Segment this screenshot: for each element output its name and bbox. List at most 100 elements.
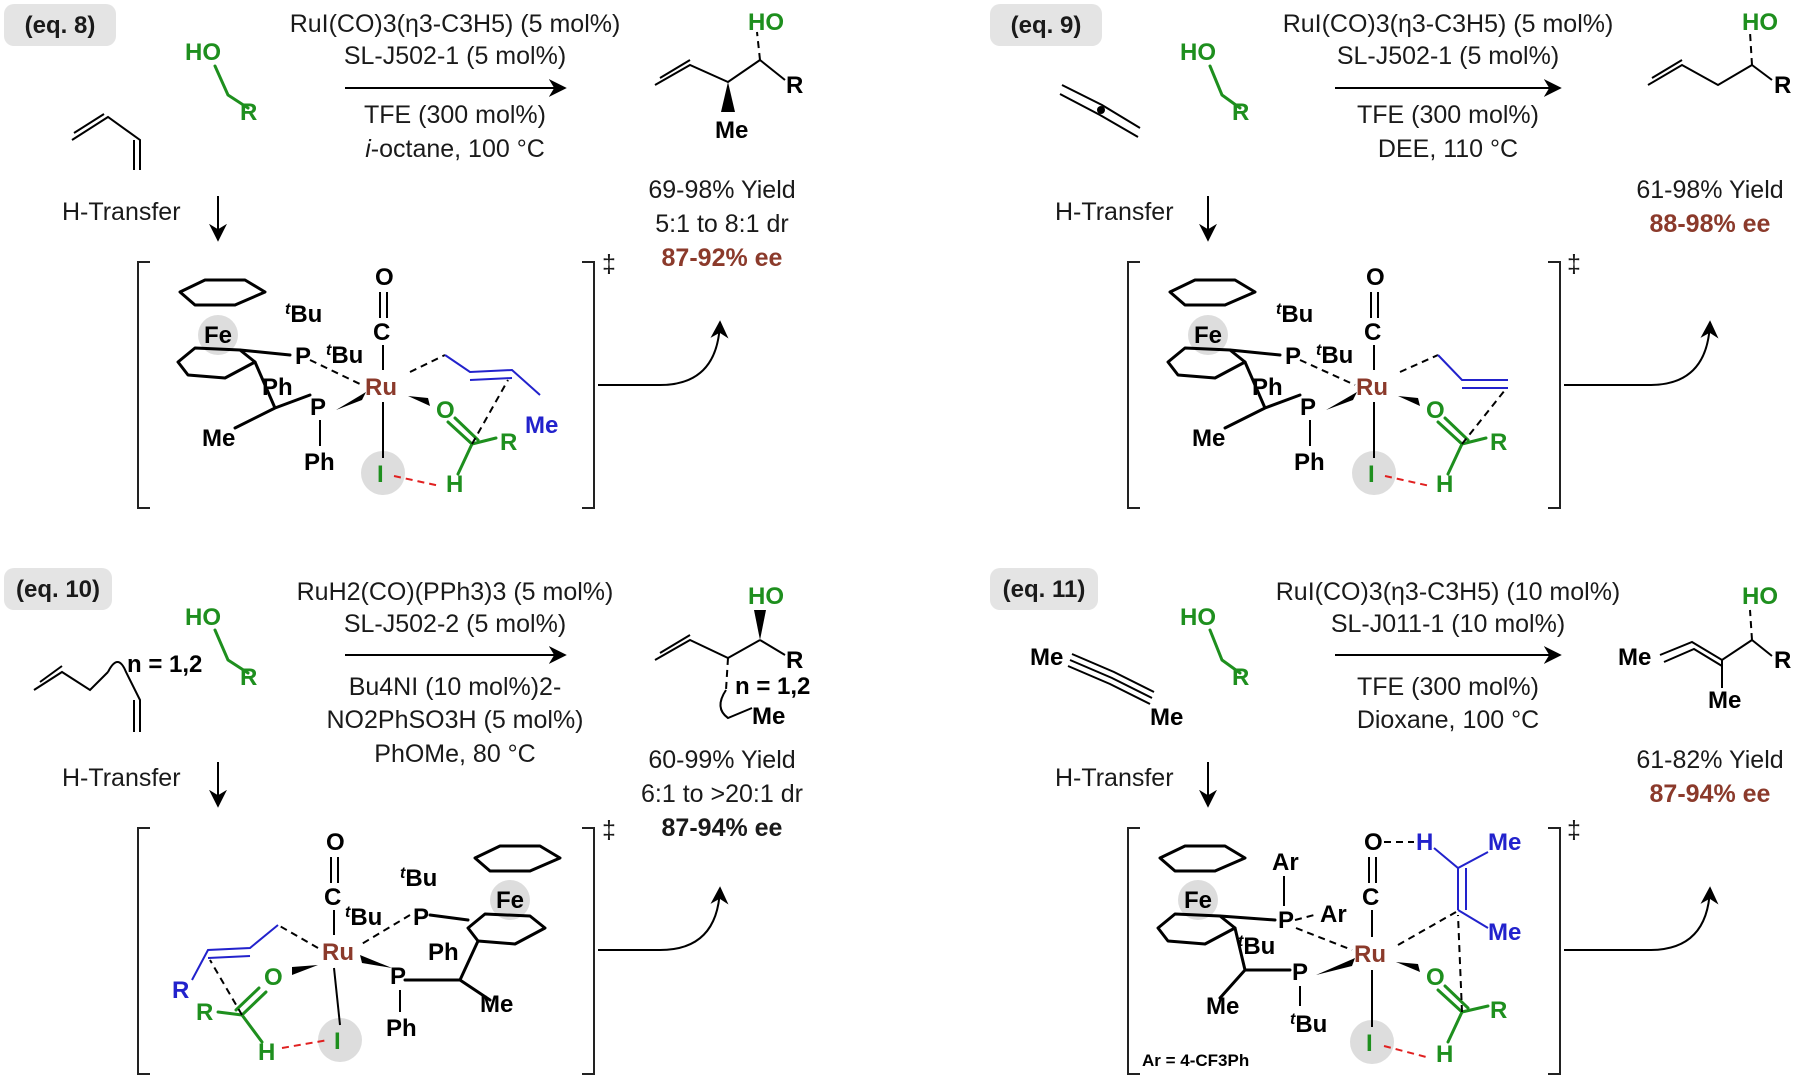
eq9-ald-h: H <box>1436 471 1453 498</box>
eq10-ts-bracket-left <box>137 827 150 1075</box>
eq10-solvent: PhOMe, 80 °C <box>374 740 535 768</box>
eq11-tag: (eq. 11) <box>1003 576 1086 603</box>
eq11-ar2: Ar <box>1320 901 1347 928</box>
eq10-p2: P <box>390 963 406 990</box>
eq8-ligand-backbone <box>233 348 312 430</box>
eq11-co-o: O <box>1364 829 1383 856</box>
eq9-ru: Ru <box>1356 374 1388 401</box>
eq10-ph1: Ph <box>428 939 459 966</box>
eq8-dr: 5:1 to 8:1 dr <box>655 210 788 238</box>
eq10-ald-h: H <box>258 1039 275 1066</box>
eq11-butyne <box>1067 653 1155 705</box>
eq11-tag-box <box>990 568 1098 610</box>
eq8-me-lig: Me <box>202 425 235 452</box>
eq8-crotyl-me: Me <box>525 412 558 439</box>
eq9-tbu1: tBu <box>1276 301 1313 328</box>
eq8-ph1: Ph <box>262 374 293 401</box>
eq10-ald-o: O <box>264 964 283 991</box>
eq11-me-lig: Me <box>1206 993 1239 1020</box>
eq8-tbu2: tBu <box>326 342 363 369</box>
eq11-p2: P <box>1292 959 1308 986</box>
eq8-dagger: ‡ <box>602 250 616 278</box>
eq10-alcohol-r: R <box>240 664 257 691</box>
eq10-co-o: O <box>326 829 345 856</box>
eq11-butyne-me2: Me <box>1150 704 1183 731</box>
eq9-i: I <box>1368 461 1375 488</box>
eq8-h-transfer: H-Transfer <box>62 198 181 226</box>
panel-eq9: (eq. 9) HO R RuI(CO)3(η3-C3H5) (5 mol%) … <box>990 4 1791 509</box>
eq9-ph2: Ph <box>1294 449 1325 476</box>
eq11-alcohol-r: R <box>1232 664 1249 691</box>
eq10-acid: NO2PhSO3H (5 mol%) <box>326 706 583 734</box>
eq10-h-transfer: H-Transfer <box>62 764 181 792</box>
eq8-product-ho: HO <box>748 9 784 36</box>
eq8-ald-h: H <box>446 471 463 498</box>
eq8-aldehyde <box>446 416 498 476</box>
eq10-ph2: Ph <box>386 1015 417 1042</box>
panel-eq8: (eq. 8) HO R RuI(CO)3(η3-C3H5) (5 mol%) … <box>4 4 803 509</box>
eq11-tbu1: tBu <box>1238 933 1275 960</box>
eq10-allyl <box>191 924 279 981</box>
eq10-ts-bracket-right <box>582 827 595 1075</box>
eq8-ph2: Ph <box>304 449 335 476</box>
eq9-p1: P <box>1285 343 1301 370</box>
eq9-p2: P <box>1300 394 1316 421</box>
eq11-ald-h: H <box>1436 1041 1453 1068</box>
eq9-product-chain <box>1647 59 1753 87</box>
eq8-p2: P <box>310 394 326 421</box>
eq11-ald-r: R <box>1490 997 1507 1024</box>
eq8-ald-o: O <box>436 397 455 424</box>
eq9-yield: 61-98% Yield <box>1636 176 1783 204</box>
eq10-i: I <box>334 1028 341 1055</box>
eq11-yield: 61-82% Yield <box>1636 746 1783 774</box>
eq8-ligand: SL-J502-1 (5 mol%) <box>344 42 566 70</box>
eq11-product-me1: Me <box>1618 644 1651 671</box>
eq10-me-lig: Me <box>480 991 513 1018</box>
eq9-product-ho: HO <box>1742 9 1778 36</box>
eq11-product-r: R <box>1774 647 1791 674</box>
eq10-catalyst: RuH2(CO)(PPh3)3 (5 mol%) <box>297 578 614 606</box>
eq10-product-me: Me <box>752 703 785 730</box>
eq9-ph1: Ph <box>1252 374 1283 401</box>
eq9-ald-o: O <box>1426 397 1445 424</box>
eq11-curved-arrow <box>1564 886 1719 951</box>
eq8-product-oh-hash <box>756 31 761 61</box>
eq9-ald-r: R <box>1490 429 1507 456</box>
eq10-n-label: n = 1,2 <box>127 651 202 678</box>
eq8-product-wedge <box>721 82 735 112</box>
eq11-solvent: Dioxane, 100 °C <box>1357 706 1539 734</box>
eq9-tag: (eq. 9) <box>1011 12 1082 39</box>
eq9-tag-box <box>990 4 1102 46</box>
eq9-catalyst: RuI(CO)3(η3-C3H5) (5 mol%) <box>1283 10 1614 38</box>
eq10-dagger: ‡ <box>602 816 616 844</box>
eq11-additive: TFE (300 mol%) <box>1357 673 1539 701</box>
eq8-p-ru-hash <box>309 359 363 386</box>
eq8-ts-bracket-left <box>137 261 150 509</box>
eq9-ts-bracket-right <box>1548 261 1561 509</box>
eq11-tbu2: tBu <box>1290 1011 1327 1038</box>
eq8-product-chain <box>654 59 761 86</box>
eq9-product-r: R <box>1774 72 1791 99</box>
eq11-p1: P <box>1278 907 1294 934</box>
eq9-h-bond <box>1384 475 1431 487</box>
eq8-additive: TFE (300 mol%) <box>364 101 546 129</box>
eq8-cp-ring-top <box>178 278 267 307</box>
eq10-curved-arrow <box>598 886 729 951</box>
eq8-product-me: Me <box>715 117 748 144</box>
eq11-ru: Ru <box>1354 941 1386 968</box>
eq8-catalyst: RuI(CO)3(η3-C3H5) (5 mol%) <box>290 10 621 38</box>
eq8-curved-arrow <box>598 320 729 386</box>
eq9-co-c: C <box>1364 319 1381 346</box>
panel-eq10: (eq. 10) n = 1,2 HO R RuH2(CO)(PPh3)3 (5… <box>4 568 810 1075</box>
eq11-fe: Fe <box>1184 887 1212 914</box>
eq8-solvent: i-octane, 100 °C <box>365 135 545 163</box>
eq10-ru: Ru <box>322 939 354 966</box>
eq11-co-c: C <box>1362 884 1379 911</box>
eq9-additive: TFE (300 mol%) <box>1357 101 1539 129</box>
eq10-additive: Bu4NI (10 mol%)2- <box>349 673 562 701</box>
eq8-co-o: O <box>375 264 394 291</box>
eq8-fe: Fe <box>204 322 232 349</box>
eq9-co-o: O <box>1366 264 1385 291</box>
butadiene <box>71 113 141 170</box>
eq9-ts-bracket-left <box>1127 261 1140 509</box>
